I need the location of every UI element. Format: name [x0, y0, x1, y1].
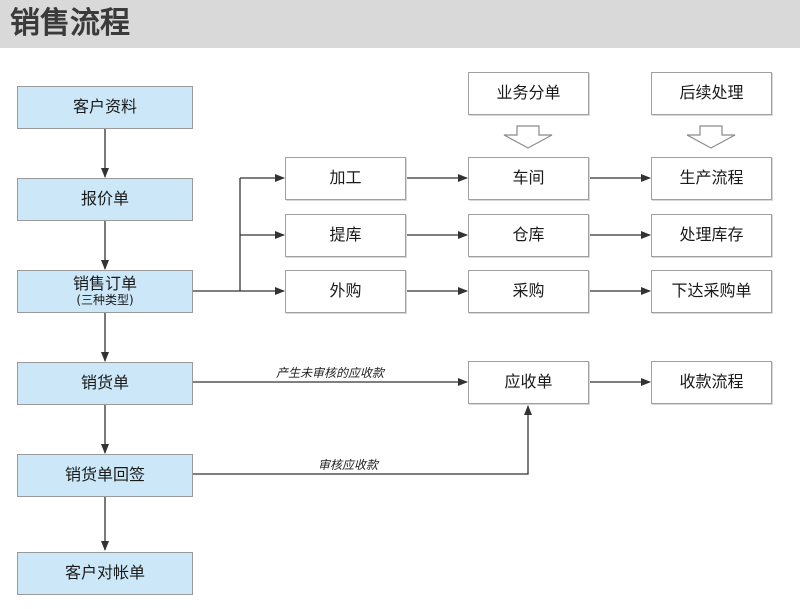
receivable-box: 应收单: [468, 361, 589, 404]
statement-label: 客户对帐单: [64, 563, 145, 583]
handle-inventory-box: 处理库存: [651, 214, 772, 257]
collection-flow-box: 收款流程: [651, 361, 772, 404]
follow-up-label: 后续处理: [679, 83, 744, 103]
block-arrow-down-right: [686, 125, 736, 149]
delivery-note-label: 销货单: [80, 373, 129, 393]
header-bar: 销售流程: [0, 0, 800, 48]
quotation-box: 报价单: [17, 178, 193, 221]
pick-stock-label: 提库: [329, 225, 362, 245]
sales-order-note: (三种类型): [76, 292, 134, 307]
warehouse-label: 仓库: [512, 225, 545, 245]
statement-box: 客户对帐单: [17, 552, 193, 595]
collection-flow-label: 收款流程: [679, 372, 744, 392]
workshop-label: 车间: [512, 168, 545, 188]
sales-order-box: 销售订单 (三种类型): [17, 270, 193, 313]
receivable-label: 应收单: [504, 372, 553, 392]
customer-info-label: 客户资料: [72, 97, 137, 117]
warehouse-box: 仓库: [468, 214, 589, 257]
production-flow-box: 生产流程: [651, 157, 772, 200]
sales-order-label: 销售订单: [72, 274, 137, 294]
procurement-box: 采购: [468, 270, 589, 313]
issue-po-box: 下达采购单: [651, 270, 772, 313]
procurement-label: 采购: [512, 281, 545, 301]
delivery-receipt-label: 销货单回签: [64, 465, 145, 485]
delivery-note-box: 销货单: [17, 362, 193, 405]
follow-up-box: 后续处理: [651, 72, 772, 115]
edge-label-unapproved-receivable: 产生未审核的应收款: [276, 366, 385, 380]
workshop-box: 车间: [468, 157, 589, 200]
business-split-box: 业务分单: [468, 72, 589, 115]
production-flow-label: 生产流程: [679, 168, 744, 188]
processing-label: 加工: [329, 168, 362, 188]
arrow-receipt-to-receivable: [193, 405, 532, 475]
purchase-out-label: 外购: [329, 281, 362, 301]
issue-po-label: 下达采购单: [671, 281, 752, 301]
block-arrow-down-middle: [503, 125, 553, 149]
page-title: 销售流程: [10, 6, 130, 41]
delivery-receipt-box: 销货单回签: [17, 454, 193, 497]
business-split-label: 业务分单: [496, 83, 561, 103]
handle-inventory-label: 处理库存: [679, 225, 744, 245]
customer-info-box: 客户资料: [17, 86, 193, 129]
purchase-out-box: 外购: [285, 270, 406, 313]
quotation-label: 报价单: [80, 189, 129, 209]
processing-box: 加工: [285, 157, 406, 200]
edge-label-approved-receivable: 审核应收款: [318, 458, 379, 472]
pick-stock-box: 提库: [285, 214, 406, 257]
